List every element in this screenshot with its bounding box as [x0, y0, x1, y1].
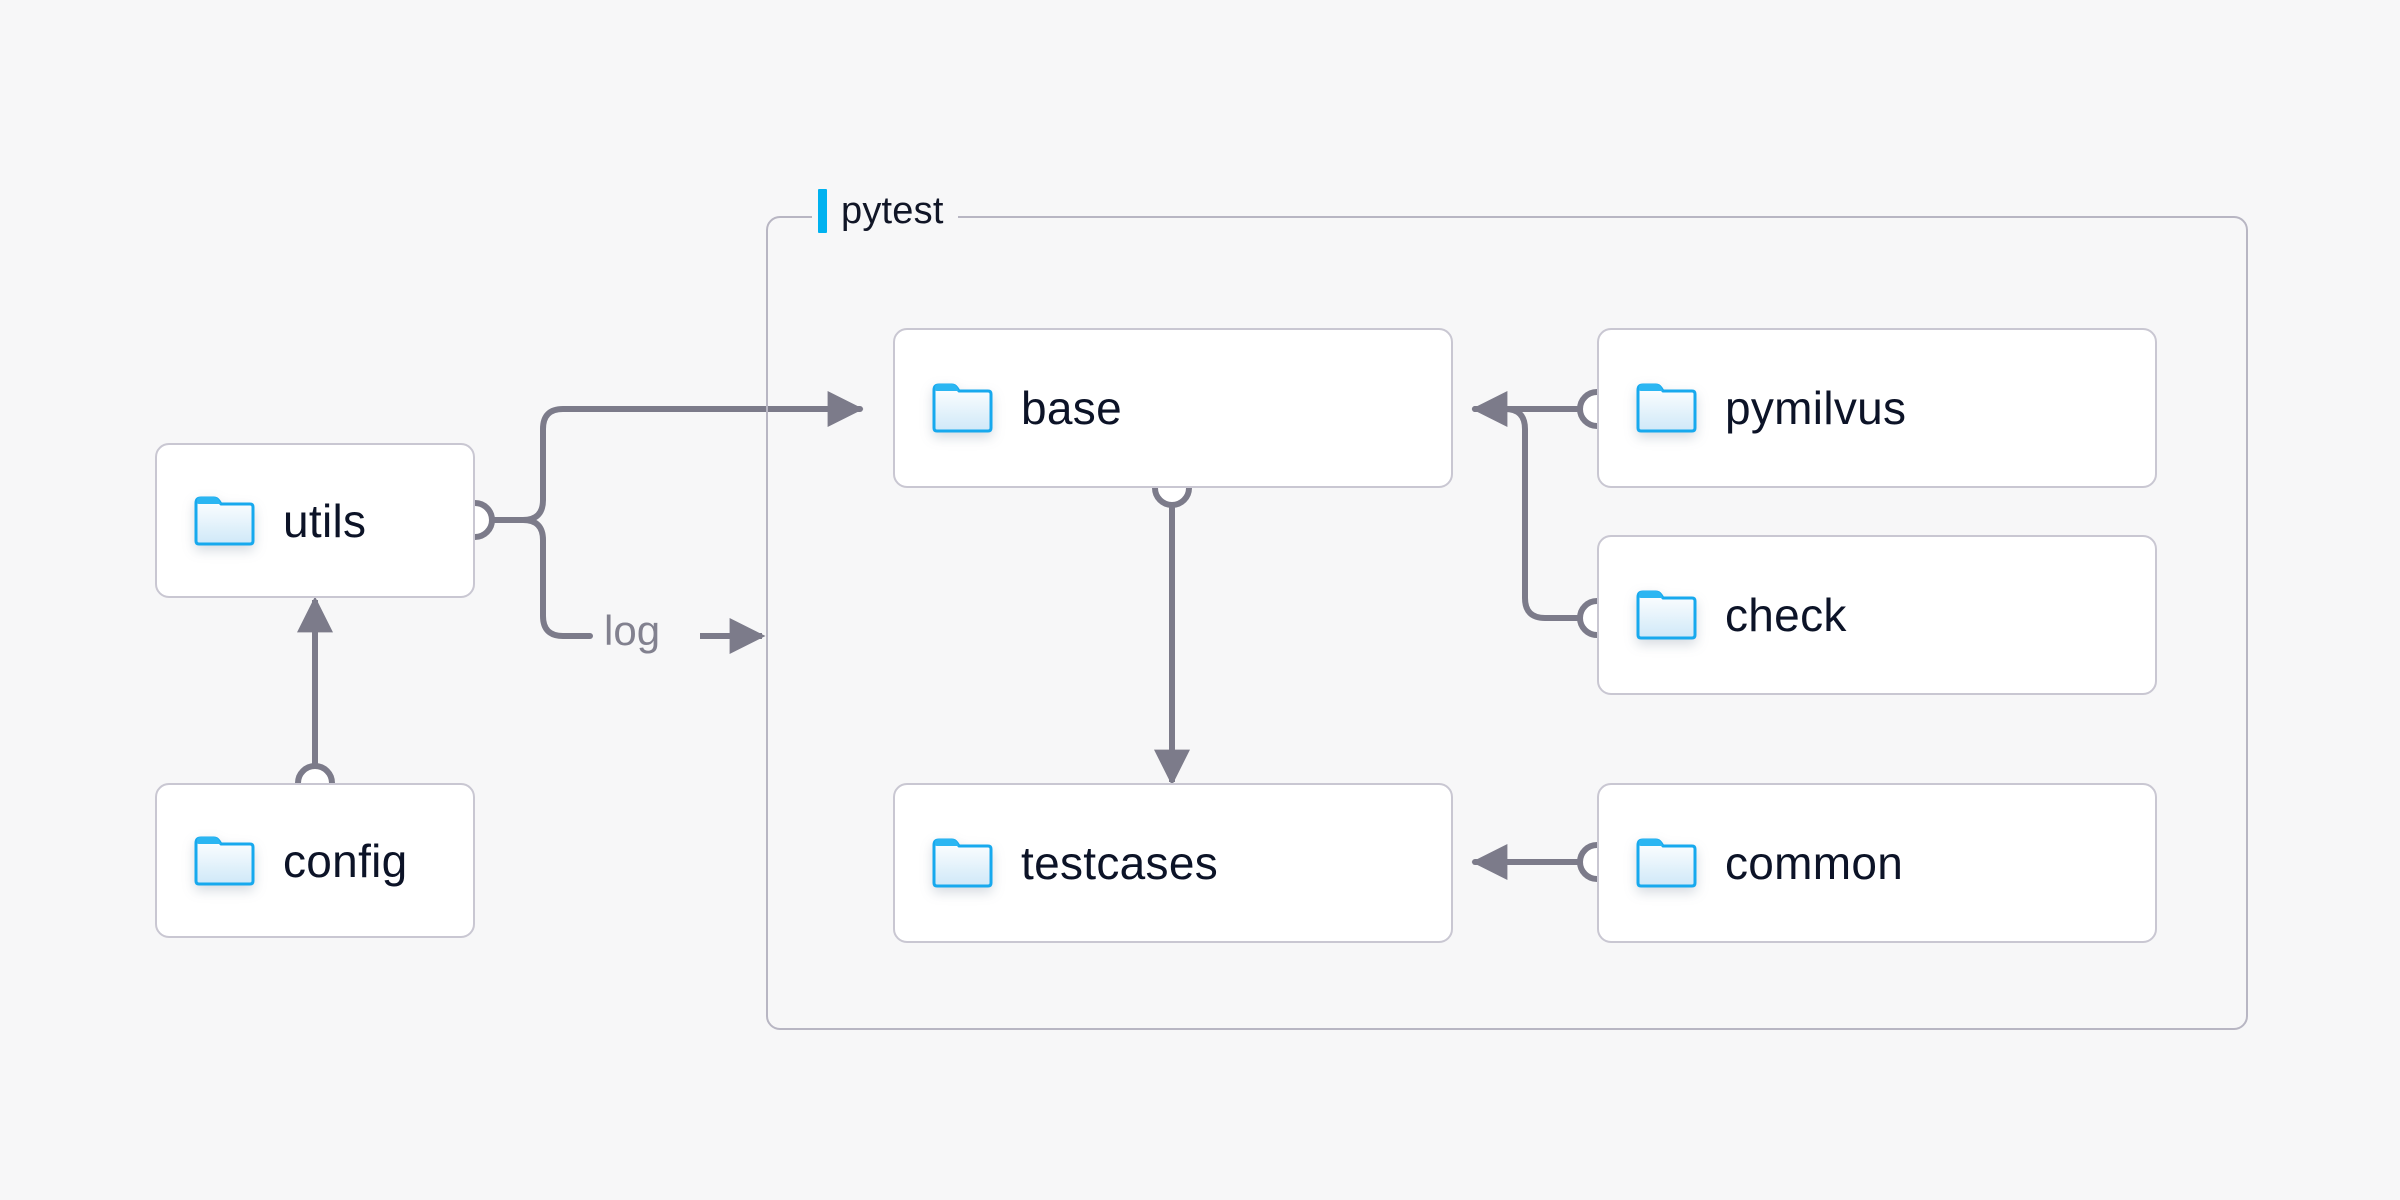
node-base[interactable]: base — [893, 328, 1453, 488]
folder-icon — [1636, 383, 1697, 433]
node-config-label: config — [283, 834, 408, 887]
node-utils-label: utils — [283, 494, 367, 547]
node-base-label: base — [1021, 382, 1122, 434]
group-pytest[interactable] — [766, 216, 2248, 1030]
node-check[interactable]: check — [1597, 535, 2157, 695]
node-utils[interactable]: utils — [155, 443, 475, 598]
node-common[interactable]: common — [1597, 783, 2157, 943]
folder-icon — [932, 838, 993, 888]
node-testcases-label: testcases — [1021, 837, 1219, 889]
node-pymilvus[interactable]: pymilvus — [1597, 328, 2157, 488]
folder-icon — [1636, 838, 1697, 888]
edge-label-log: log — [596, 607, 669, 654]
node-pymilvus-label: pymilvus — [1725, 382, 1907, 434]
accent-bar-icon — [818, 189, 827, 233]
node-check-label: check — [1725, 589, 1847, 641]
edge-label-log-text: log — [604, 607, 661, 654]
group-pytest-label: pytest — [841, 189, 944, 232]
node-common-label: common — [1725, 837, 1904, 889]
folder-icon — [194, 836, 255, 885]
folder-icon — [932, 383, 993, 433]
node-testcases[interactable]: testcases — [893, 783, 1453, 943]
group-pytest-label-wrap: pytest — [812, 188, 958, 234]
folder-icon — [194, 496, 255, 545]
folder-icon — [1636, 590, 1697, 640]
edge-config-to-utils — [295, 596, 335, 803]
node-config[interactable]: config — [155, 783, 475, 938]
